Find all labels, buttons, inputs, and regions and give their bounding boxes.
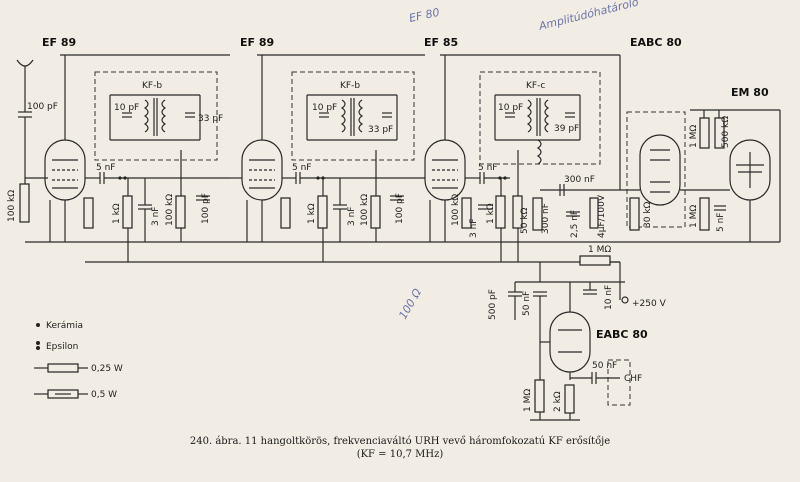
label-cap-5nf-4: 5 nF bbox=[716, 213, 726, 232]
resistor-1k-2 bbox=[317, 195, 328, 229]
resistor-1meg-b bbox=[699, 197, 710, 231]
cathode-resistor-1 bbox=[83, 197, 94, 229]
label-r-100k-2: 100 kΩ bbox=[360, 194, 370, 226]
resistor-1meg-a bbox=[699, 117, 710, 149]
label-c-st2-b: 33 pF bbox=[368, 125, 393, 135]
resistor-1k-1 bbox=[122, 195, 133, 229]
label-cap-5nf-1: 5 nF bbox=[96, 163, 115, 173]
if-filter-2 bbox=[291, 71, 415, 161]
figure-caption-line1: 240. ábra. 11 hangoltkörös, frekvenciavá… bbox=[190, 436, 610, 447]
resistor-100k-2 bbox=[370, 195, 381, 229]
label-r-100k-3: 100 kΩ bbox=[451, 194, 461, 226]
label-tube-v3: EF 85 bbox=[424, 36, 458, 49]
label-r-500k: 500 kΩ bbox=[721, 116, 731, 148]
resistor-30k bbox=[629, 197, 640, 231]
label-r-2k: 2 kΩ bbox=[553, 391, 563, 412]
label-cap-100pf-1: 100 pF bbox=[201, 193, 211, 224]
resistor-1meg-c bbox=[579, 255, 611, 266]
label-c-st3-b: 39 pF bbox=[554, 124, 579, 134]
handwritten-note-side: Amplitúdóhatároló bbox=[537, 0, 640, 33]
label-tube-v1: EF 89 bbox=[42, 36, 76, 49]
label-r-1meg-b: 1 MΩ bbox=[689, 205, 699, 228]
label-tube-v5: EM 80 bbox=[731, 86, 769, 99]
label-r-1meg-d: 1 MΩ bbox=[523, 389, 533, 412]
label-supply: +250 V bbox=[632, 299, 667, 309]
cathode-resistor-2 bbox=[280, 197, 291, 229]
tube-v1 bbox=[44, 55, 86, 201]
supply-terminal bbox=[621, 296, 629, 304]
label-filter-3: KF-c bbox=[526, 81, 545, 91]
label-r-1k-3: 1 kΩ bbox=[486, 203, 496, 224]
label-r-30k: 30 kΩ bbox=[643, 201, 653, 228]
tube-v4 bbox=[639, 134, 681, 206]
tube-v5 bbox=[729, 139, 771, 201]
cathode-resistor-3 bbox=[461, 197, 472, 229]
legend-ceramic: Kerámia bbox=[46, 321, 83, 331]
label-cap-3nf-3: 3 nF bbox=[469, 219, 479, 238]
label-cap-electrolytic: 4µF/100V bbox=[597, 194, 607, 238]
label-cap-3nf-1: 3 nF bbox=[151, 207, 161, 226]
handwritten-note-top: EF 80 bbox=[408, 6, 441, 25]
label-cap-100pf-2: 100 pF bbox=[395, 193, 405, 224]
label-c-st3-a: 10 pF bbox=[498, 103, 523, 113]
label-c-st2-a: 10 pF bbox=[312, 103, 337, 113]
label-r-1k-1: 1 kΩ bbox=[112, 203, 122, 224]
label-c-st1-a: 10 pF bbox=[114, 103, 139, 113]
antenna-symbol bbox=[16, 59, 34, 112]
electrolytic-capacitor bbox=[589, 197, 599, 229]
input-capacitor bbox=[18, 111, 32, 142]
label-r-50k: 50 kΩ bbox=[520, 207, 530, 234]
label-cap-25nf: 2,5 nF bbox=[570, 210, 580, 238]
resistor-1k-3 bbox=[495, 195, 506, 229]
label-c-st1-b: 33 pF bbox=[198, 114, 223, 124]
label-r-1meg-a: 1 MΩ bbox=[689, 125, 699, 148]
label-filter-2: KF-b bbox=[340, 81, 360, 91]
label-r-1meg-c: 1 MΩ bbox=[588, 245, 611, 255]
label-r-grid: 100 kΩ bbox=[7, 190, 17, 222]
label-cap-50nf-a: 50 nF bbox=[522, 291, 532, 316]
tube-v6 bbox=[549, 282, 591, 373]
label-tube-v4: EABC 80 bbox=[630, 36, 682, 49]
legend-ceramic-symbol bbox=[36, 323, 40, 327]
label-tube-v2: EF 89 bbox=[240, 36, 274, 49]
label-cap-300nf-a: 300 nF bbox=[564, 175, 595, 185]
label-c-ant: 100 pF bbox=[27, 102, 58, 112]
if-filter-1 bbox=[94, 71, 218, 161]
legend-025w-symbol bbox=[47, 363, 79, 373]
if-filter-3 bbox=[479, 71, 601, 165]
label-output: CHF bbox=[624, 374, 642, 384]
legend-025w: 0,25 W bbox=[91, 364, 123, 374]
label-cap-10nf: 10 nF bbox=[604, 285, 614, 310]
label-cap-50nf-b: 50 nF bbox=[592, 361, 617, 371]
label-filter-1: KF-b bbox=[142, 81, 162, 91]
label-cap-500pf: 500 pF bbox=[488, 289, 498, 320]
resistor-300-detector bbox=[532, 197, 543, 231]
legend-epsilon: Epsilon bbox=[46, 342, 78, 352]
figure-caption-line2: (KF = 10,7 MHz) bbox=[357, 449, 444, 460]
grid-resistor bbox=[19, 183, 30, 223]
legend-05w: 0,5 W bbox=[91, 390, 117, 400]
label-tube-v6: EABC 80 bbox=[596, 328, 648, 341]
resistor-100k-1 bbox=[175, 195, 186, 229]
label-r-100k-1: 100 kΩ bbox=[165, 194, 175, 226]
label-r-300nf-b: 300 nF bbox=[541, 203, 551, 234]
tube-v2 bbox=[241, 55, 283, 201]
tube-v3 bbox=[424, 55, 466, 201]
handwritten-note-ohm: 100 Ω bbox=[396, 286, 424, 322]
label-cap-3nf-2: 3 nF bbox=[347, 207, 357, 226]
resistor-2k bbox=[564, 384, 575, 414]
resistor-1meg-d bbox=[534, 379, 545, 413]
label-cap-5nf-2: 5 nF bbox=[292, 163, 311, 173]
label-r-1k-2: 1 kΩ bbox=[307, 203, 317, 224]
label-cap-5nf-3: 5 nF bbox=[478, 163, 497, 173]
